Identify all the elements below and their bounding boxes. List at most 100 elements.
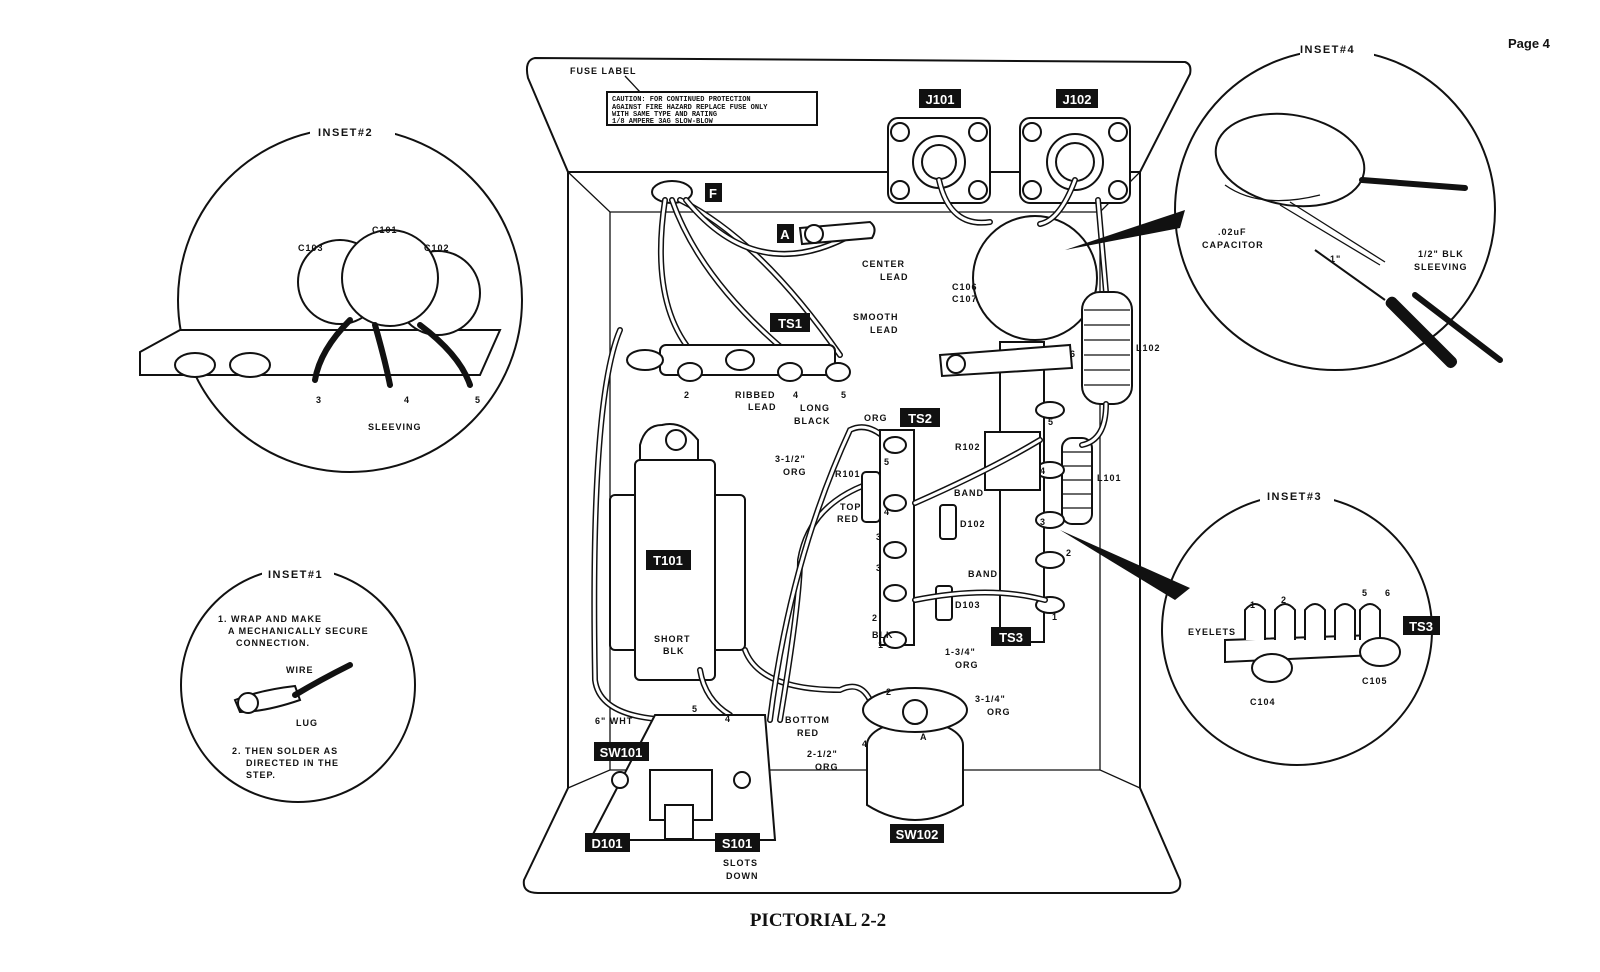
tag-j102-label: J102 <box>1063 92 1092 107</box>
label-org: ORG <box>864 413 888 423</box>
tag-ts1-label: TS1 <box>778 316 802 331</box>
label-top-red: TOP <box>840 502 861 512</box>
inset1-step1-line: CONNECTION. <box>236 638 310 648</box>
label-one-three-quarter: 1-3/4" <box>945 647 976 657</box>
connector-j101 <box>887 117 991 204</box>
inductor-l101 <box>1061 437 1093 525</box>
fuse-text-line: AGAINST FIRE HAZARD REPLACE FUSE ONLY <box>612 104 768 112</box>
label-center-lead: CENTER <box>862 259 905 269</box>
inset2-lug-number: 5 <box>475 395 481 405</box>
tag-a-label: A <box>780 227 790 242</box>
sw102-lug-number: 4 <box>862 739 868 749</box>
label-r102: R102 <box>955 442 981 452</box>
inset1-step2-line: STEP. <box>246 770 276 780</box>
diode-d103 <box>935 585 953 621</box>
label-bottom-red: RED <box>797 728 819 738</box>
inset3-c105: C105 <box>1362 676 1388 686</box>
label-long-black: BLACK <box>794 416 831 426</box>
label-ribbed-lead: LEAD <box>748 402 777 412</box>
inset3-ts3-tag <box>1403 616 1440 635</box>
label-two-half-org: 2-1/2" <box>807 749 838 759</box>
ts3-lug-number: 1 <box>1052 612 1058 622</box>
inductor-l102 <box>1081 197 1133 405</box>
tag-ts3-label: TS3 <box>999 630 1023 645</box>
resistor-r101 <box>861 471 881 523</box>
label-center-lead: LEAD <box>880 272 909 282</box>
inset2-lug-number: 4 <box>404 395 410 405</box>
ts3-lug-number: 5 <box>1048 417 1054 427</box>
tag-sw102 <box>890 824 944 843</box>
inset2-lug-number: 3 <box>316 395 322 405</box>
inset1-wire: WIRE <box>286 665 314 675</box>
inset-1-title: INSET#1 <box>268 569 323 581</box>
switch-sw101 <box>588 714 777 841</box>
tag-sw102-label: SW102 <box>896 827 939 842</box>
ts3-lug-number: 6 <box>1070 349 1076 359</box>
tag-d101 <box>585 833 630 852</box>
tag-ts3 <box>991 627 1031 646</box>
inset1-lug: LUG <box>296 718 318 728</box>
fuse-label-title: FUSE LABEL <box>570 66 637 76</box>
inset4-dimension: 1" <box>1330 254 1341 264</box>
inset2-c103: C103 <box>298 243 324 253</box>
terminal-strip-ts1 <box>626 344 851 382</box>
inset2-c102: C102 <box>424 243 450 253</box>
fuse-label: FUSE LABEL CAUTION: FOR CONTINUED PROTEC… <box>570 66 818 126</box>
inset-4-title: INSET#4 <box>1300 44 1355 56</box>
inset3-lug-number: 1 <box>1250 600 1256 610</box>
label-three-half-org: 3-1/2" <box>775 454 806 464</box>
label-l101: L101 <box>1097 473 1122 483</box>
sw102-lug-number: 2 <box>886 687 892 697</box>
inset3-eyelets: EYELETS <box>1188 627 1236 637</box>
inset1-step2-line: 2. THEN SOLDER AS <box>232 746 338 756</box>
resistor-r102 <box>984 431 1041 491</box>
ts2-lug-number: 4 <box>884 507 890 517</box>
label-l102: L102 <box>1136 343 1161 353</box>
terminal-strip-ts2 <box>879 429 915 649</box>
label-slots-down: DOWN <box>726 871 759 881</box>
label-d103: D103 <box>955 600 981 610</box>
label-three-quarter: ORG <box>987 707 1011 717</box>
label-three-quarter: 3-1/4" <box>975 694 1006 704</box>
inset4-sleeving: SLEEVING <box>1414 262 1468 272</box>
ts2-lug-number: 1 <box>878 640 884 650</box>
fuse-text-line: CAUTION: FOR CONTINUED PROTECTION <box>612 96 751 104</box>
inset-2 <box>139 124 523 473</box>
label-slots-down: SLOTS <box>723 858 758 868</box>
tag-d101-label: D101 <box>591 836 622 851</box>
tag-f <box>705 183 722 202</box>
sw101-lug-number: 4 <box>725 714 731 724</box>
label-r101: R101 <box>835 469 861 479</box>
ts1-lug-number: 2 <box>684 390 690 400</box>
ts1-lug-number: 4 <box>793 390 799 400</box>
tag-j102 <box>1056 89 1098 108</box>
inset3-lug-number: 5 <box>1362 588 1368 598</box>
ts3-lug-number: 4 <box>1040 466 1046 476</box>
tag-t101-label: T101 <box>653 553 683 568</box>
sw101-lug-number: 5 <box>692 704 698 714</box>
inset-2-title: INSET#2 <box>318 127 373 139</box>
fuse-text-line: 1/8 AMPERE 3AG SLOW-BLOW <box>612 118 714 126</box>
ts2-lug-number: 5 <box>884 457 890 467</box>
label-bottom-red: BOTTOM <box>785 715 830 725</box>
tag-s101 <box>715 833 760 852</box>
inset4-sleeving: 1/2" BLK <box>1418 249 1464 259</box>
label-band: BAND <box>954 488 984 498</box>
tag-ts2 <box>900 408 940 427</box>
tag-j101-label: J101 <box>926 92 955 107</box>
label-short-blk: BLK <box>663 646 685 656</box>
inset-3-title: INSET#3 <box>1267 491 1322 503</box>
tag-f-label: F <box>709 186 717 201</box>
tag-j101 <box>919 89 961 108</box>
label-blk: BLK <box>872 630 894 640</box>
diode-d102 <box>939 504 957 540</box>
label-top-red: RED <box>837 514 859 524</box>
inset4-capacitor: .02uF <box>1218 227 1247 237</box>
inset3-ts3-label: TS3 <box>1409 619 1433 634</box>
label-six-wht: 6" WHT <box>595 716 633 726</box>
inset2-c101: C101 <box>372 225 398 235</box>
ts2-lug-number: 3 <box>876 532 882 542</box>
label-three-half-org: ORG <box>783 467 807 477</box>
figure-caption: PICTORIAL 2-2 <box>750 910 886 931</box>
